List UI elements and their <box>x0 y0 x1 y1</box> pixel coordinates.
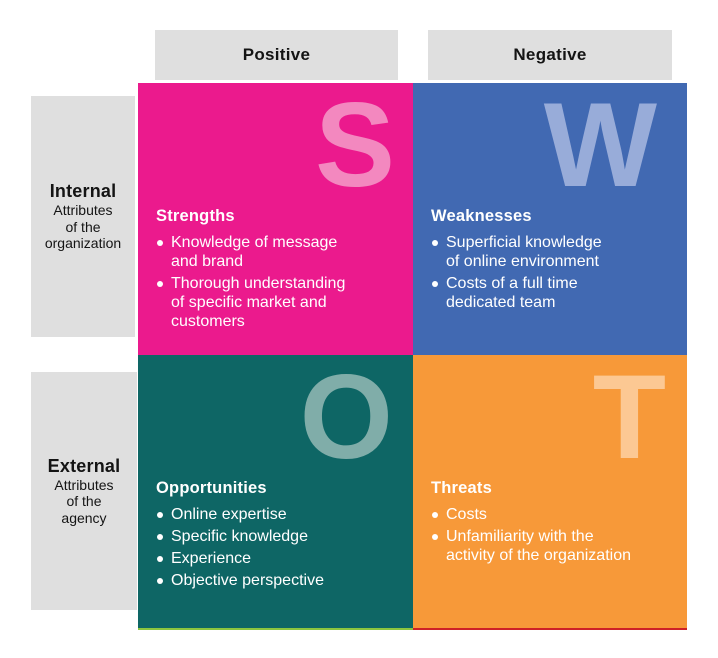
strengths-title: Strengths <box>156 207 235 225</box>
list-item: Specific knowledge <box>156 527 405 546</box>
row-header-internal-subtitle: Attributes of the organization <box>44 202 122 252</box>
threats-title: Threats <box>431 479 493 497</box>
opportunities-bullet-list: Online expertise Specific knowledge Expe… <box>156 505 405 590</box>
quadrant-weaknesses: W Weaknesses Superficial knowledge of on… <box>413 83 687 355</box>
list-item: Superficial knowledge of online environm… <box>431 233 679 271</box>
opportunities-accent-underline <box>138 628 413 630</box>
list-item: Objective perspective <box>156 571 405 590</box>
weaknesses-letter-w: W <box>543 78 657 212</box>
row-header-external-subtitle: Attributes of the agency <box>54 476 114 526</box>
strengths-letter-s: S <box>314 78 395 212</box>
strengths-text-block: Strengths Knowledge of message and brand… <box>156 207 405 334</box>
threats-accent-underline <box>413 628 687 630</box>
list-item: Unfamiliarity with the activity of the o… <box>431 527 679 565</box>
row-header-internal-title: Internal <box>49 181 117 202</box>
opportunities-title: Opportunities <box>156 479 267 497</box>
list-item: Thorough understanding of specific marke… <box>156 274 405 331</box>
threats-bullet-list: Costs Unfamiliarity with the activity of… <box>431 505 679 565</box>
strengths-bullet-list: Knowledge of message and brand Thorough … <box>156 233 405 331</box>
column-header-positive: Positive <box>155 30 398 80</box>
weaknesses-text-block: Weaknesses Superficial knowledge of onli… <box>431 207 679 315</box>
row-header-internal: Internal Attributes of the organization <box>31 96 135 337</box>
row-header-external: External Attributes of the agency <box>31 372 137 610</box>
list-item: Experience <box>156 549 405 568</box>
quadrant-strengths: S Strengths Knowledge of message and bra… <box>138 83 413 355</box>
opportunities-text-block: Opportunities Online expertise Specific … <box>156 479 405 593</box>
quadrant-opportunities: O Opportunities Online expertise Specifi… <box>138 355 413 628</box>
column-header-negative: Negative <box>428 30 672 80</box>
row-header-external-title: External <box>47 455 121 476</box>
threats-text-block: Threats Costs Unfamiliarity with the act… <box>431 479 679 568</box>
list-item: Costs <box>431 505 679 524</box>
weaknesses-bullet-list: Superficial knowledge of online environm… <box>431 233 679 312</box>
quadrant-threats: T Threats Costs Unfamiliarity with the a… <box>413 355 687 628</box>
list-item: Online expertise <box>156 505 405 524</box>
list-item: Costs of a full time dedicated team <box>431 274 679 312</box>
threats-letter-t: T <box>592 350 666 484</box>
opportunities-letter-o: O <box>299 350 393 484</box>
weaknesses-title: Weaknesses <box>431 207 532 225</box>
list-item: Knowledge of message and brand <box>156 233 405 271</box>
